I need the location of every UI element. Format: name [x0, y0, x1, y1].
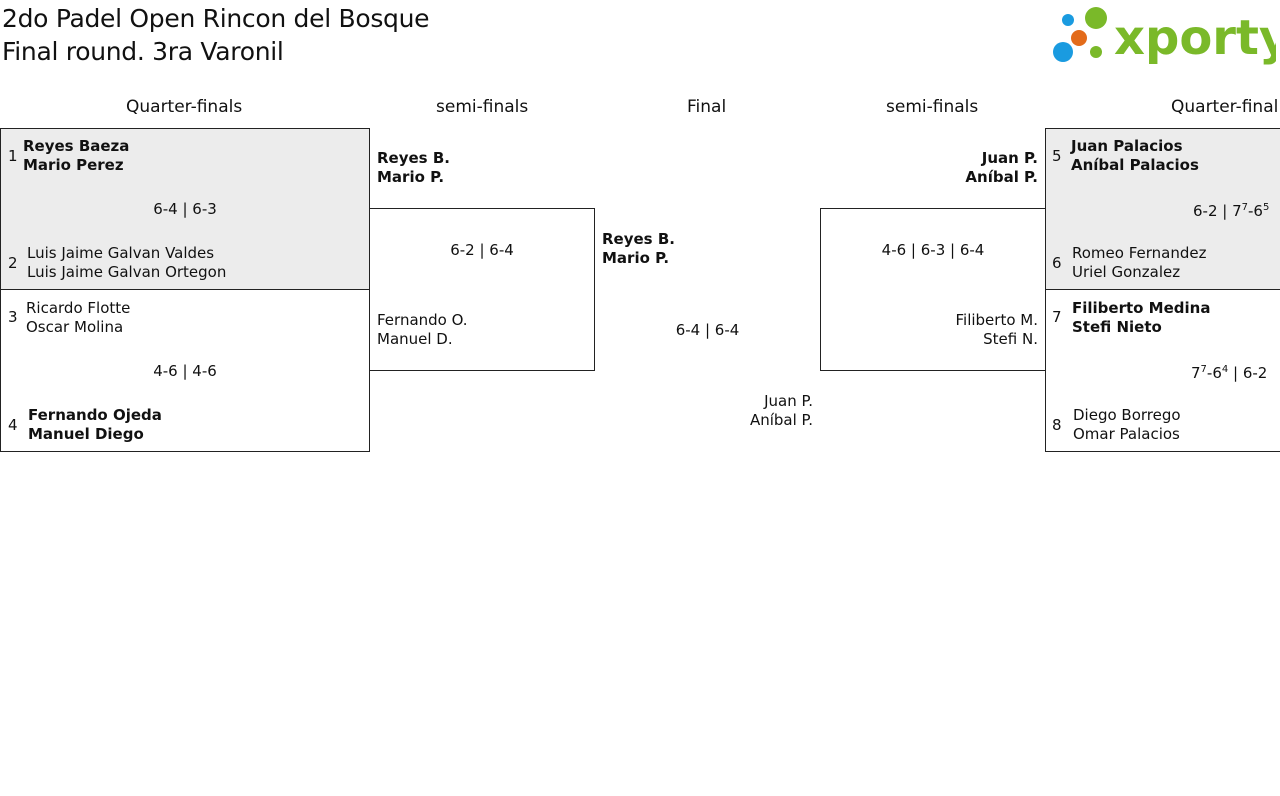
player-name: Aníbal P. — [749, 411, 813, 429]
seed-number: 6 — [1052, 254, 1062, 272]
right-sf-team-top[interactable]: Juan P. Aníbal P. — [900, 149, 1038, 187]
player-name: Aníbal P. — [965, 168, 1038, 186]
seed-number: 7 — [1052, 308, 1062, 326]
left-qf-match-2[interactable]: 3 Ricardo Flotte Oscar Molina 4-6 | 4-6 … — [0, 289, 370, 452]
player-name: Filiberto M. — [955, 311, 1039, 329]
player-name: Juan Palacios — [1071, 137, 1183, 155]
player-name: Reyes Baeza — [23, 137, 130, 155]
seed-number: 4 — [8, 416, 18, 434]
header-left-semi-finals: semi-finals — [436, 97, 529, 117]
player-name: Luis Jaime Galvan Valdes — [27, 244, 215, 262]
xporty-logo[interactable]: xporty — [1050, 4, 1280, 66]
page-title: 2do Padel Open Rincon del Bosque Final r… — [2, 2, 430, 68]
left-sf-team-top[interactable]: Reyes B. Mario P. — [377, 149, 450, 187]
match-score: 6-4 | 6-3 — [153, 200, 217, 218]
player-name: Diego Borrego — [1073, 406, 1181, 424]
player-name: Fernando Ojeda — [28, 406, 162, 424]
player-name: Manuel D. — [377, 330, 453, 348]
left-sf-match[interactable]: 6-2 | 6-4 Fernando O. Manuel D. — [369, 208, 595, 371]
player-name: Filiberto Medina — [1072, 299, 1211, 317]
final-team-bottom[interactable]: Juan P. Aníbal P. — [700, 392, 813, 430]
round-subtitle: Final round. 3ra Varonil — [2, 37, 284, 66]
right-qf-match-1[interactable]: 5 Juan Palacios Aníbal Palacios 6-2 | 77… — [1045, 128, 1280, 290]
logo-icon: xporty — [1053, 7, 1280, 66]
player-name: Luis Jaime Galvan Ortegon — [27, 263, 227, 281]
team-5[interactable]: Juan Palacios Aníbal Palacios — [1071, 137, 1199, 175]
team-8[interactable]: Diego Borrego Omar Palacios — [1073, 406, 1181, 444]
team-7[interactable]: Filiberto Medina Stefi Nieto — [1072, 299, 1210, 337]
player-name: Juan P. — [764, 392, 813, 410]
seed-number: 5 — [1052, 147, 1062, 165]
match-score: 4-6 | 4-6 — [153, 362, 217, 380]
seed-number: 1 — [8, 147, 18, 165]
logo-text: xporty — [1114, 10, 1276, 66]
header-left-quarter-finals: Quarter-finals — [126, 97, 243, 117]
player-name: Fernando O. — [377, 311, 468, 329]
player-name: Mario P. — [377, 168, 445, 186]
player-name: Stefi Nieto — [1072, 318, 1162, 336]
team-1[interactable]: Reyes Baeza Mario Perez — [23, 137, 129, 175]
player-name: Uriel Gonzalez — [1072, 263, 1181, 281]
seed-number: 3 — [8, 308, 18, 326]
header-right-semi-finals: semi-finals — [886, 97, 979, 117]
player-name: Romeo Fernandez — [1072, 244, 1207, 262]
player-name: Aníbal Palacios — [1071, 156, 1199, 174]
final-score: 6-4 | 6-4 — [675, 321, 740, 339]
right-qf-match-2[interactable]: 7 Filiberto Medina Stefi Nieto 77-64 | 6… — [1045, 289, 1280, 452]
seed-number: 8 — [1052, 416, 1062, 434]
tournament-title: 2do Padel Open Rincon del Bosque — [2, 4, 430, 33]
left-qf-match-1[interactable]: 1 Reyes Baeza Mario Perez 6-4 | 6-3 2 Lu… — [0, 128, 370, 290]
match-score: 77-64 | 6-2 — [1191, 364, 1268, 382]
player-name: Mario Perez — [23, 156, 124, 174]
match-score: 4-6 | 6-3 | 6-4 — [881, 241, 985, 259]
player-name: Ricardo Flotte — [26, 299, 131, 317]
match-score: 6-2 | 77-65 — [1193, 202, 1270, 220]
team-4[interactable]: Fernando Ojeda Manuel Diego — [28, 406, 162, 444]
header-final: Final — [687, 97, 727, 117]
header-right-quarter-finals: Quarter-final — [1171, 97, 1279, 117]
team-2[interactable]: Luis Jaime Galvan Valdes Luis Jaime Galv… — [27, 244, 226, 282]
player-name: Oscar Molina — [26, 318, 124, 336]
team-3[interactable]: Ricardo Flotte Oscar Molina — [26, 299, 130, 337]
final-team-top[interactable]: Reyes B. Mario P. — [602, 230, 675, 268]
player-name: Reyes B. — [602, 230, 675, 248]
player-name: Juan P. — [981, 149, 1038, 167]
left-sf-team-bottom[interactable]: Fernando O. Manuel D. — [377, 311, 468, 349]
right-sf-team-bottom[interactable]: Filiberto M. Stefi N. — [901, 311, 1039, 349]
player-name: Reyes B. — [377, 149, 450, 167]
player-name: Mario P. — [602, 249, 670, 267]
team-6[interactable]: Romeo Fernandez Uriel Gonzalez — [1072, 244, 1206, 282]
player-name: Stefi N. — [983, 330, 1038, 348]
match-score: 6-2 | 6-4 — [450, 241, 514, 259]
seed-number: 2 — [8, 254, 18, 272]
player-name: Omar Palacios — [1073, 425, 1180, 443]
player-name: Manuel Diego — [28, 425, 144, 443]
right-sf-match[interactable]: 4-6 | 6-3 | 6-4 Filiberto M. Stefi N. — [820, 208, 1046, 371]
